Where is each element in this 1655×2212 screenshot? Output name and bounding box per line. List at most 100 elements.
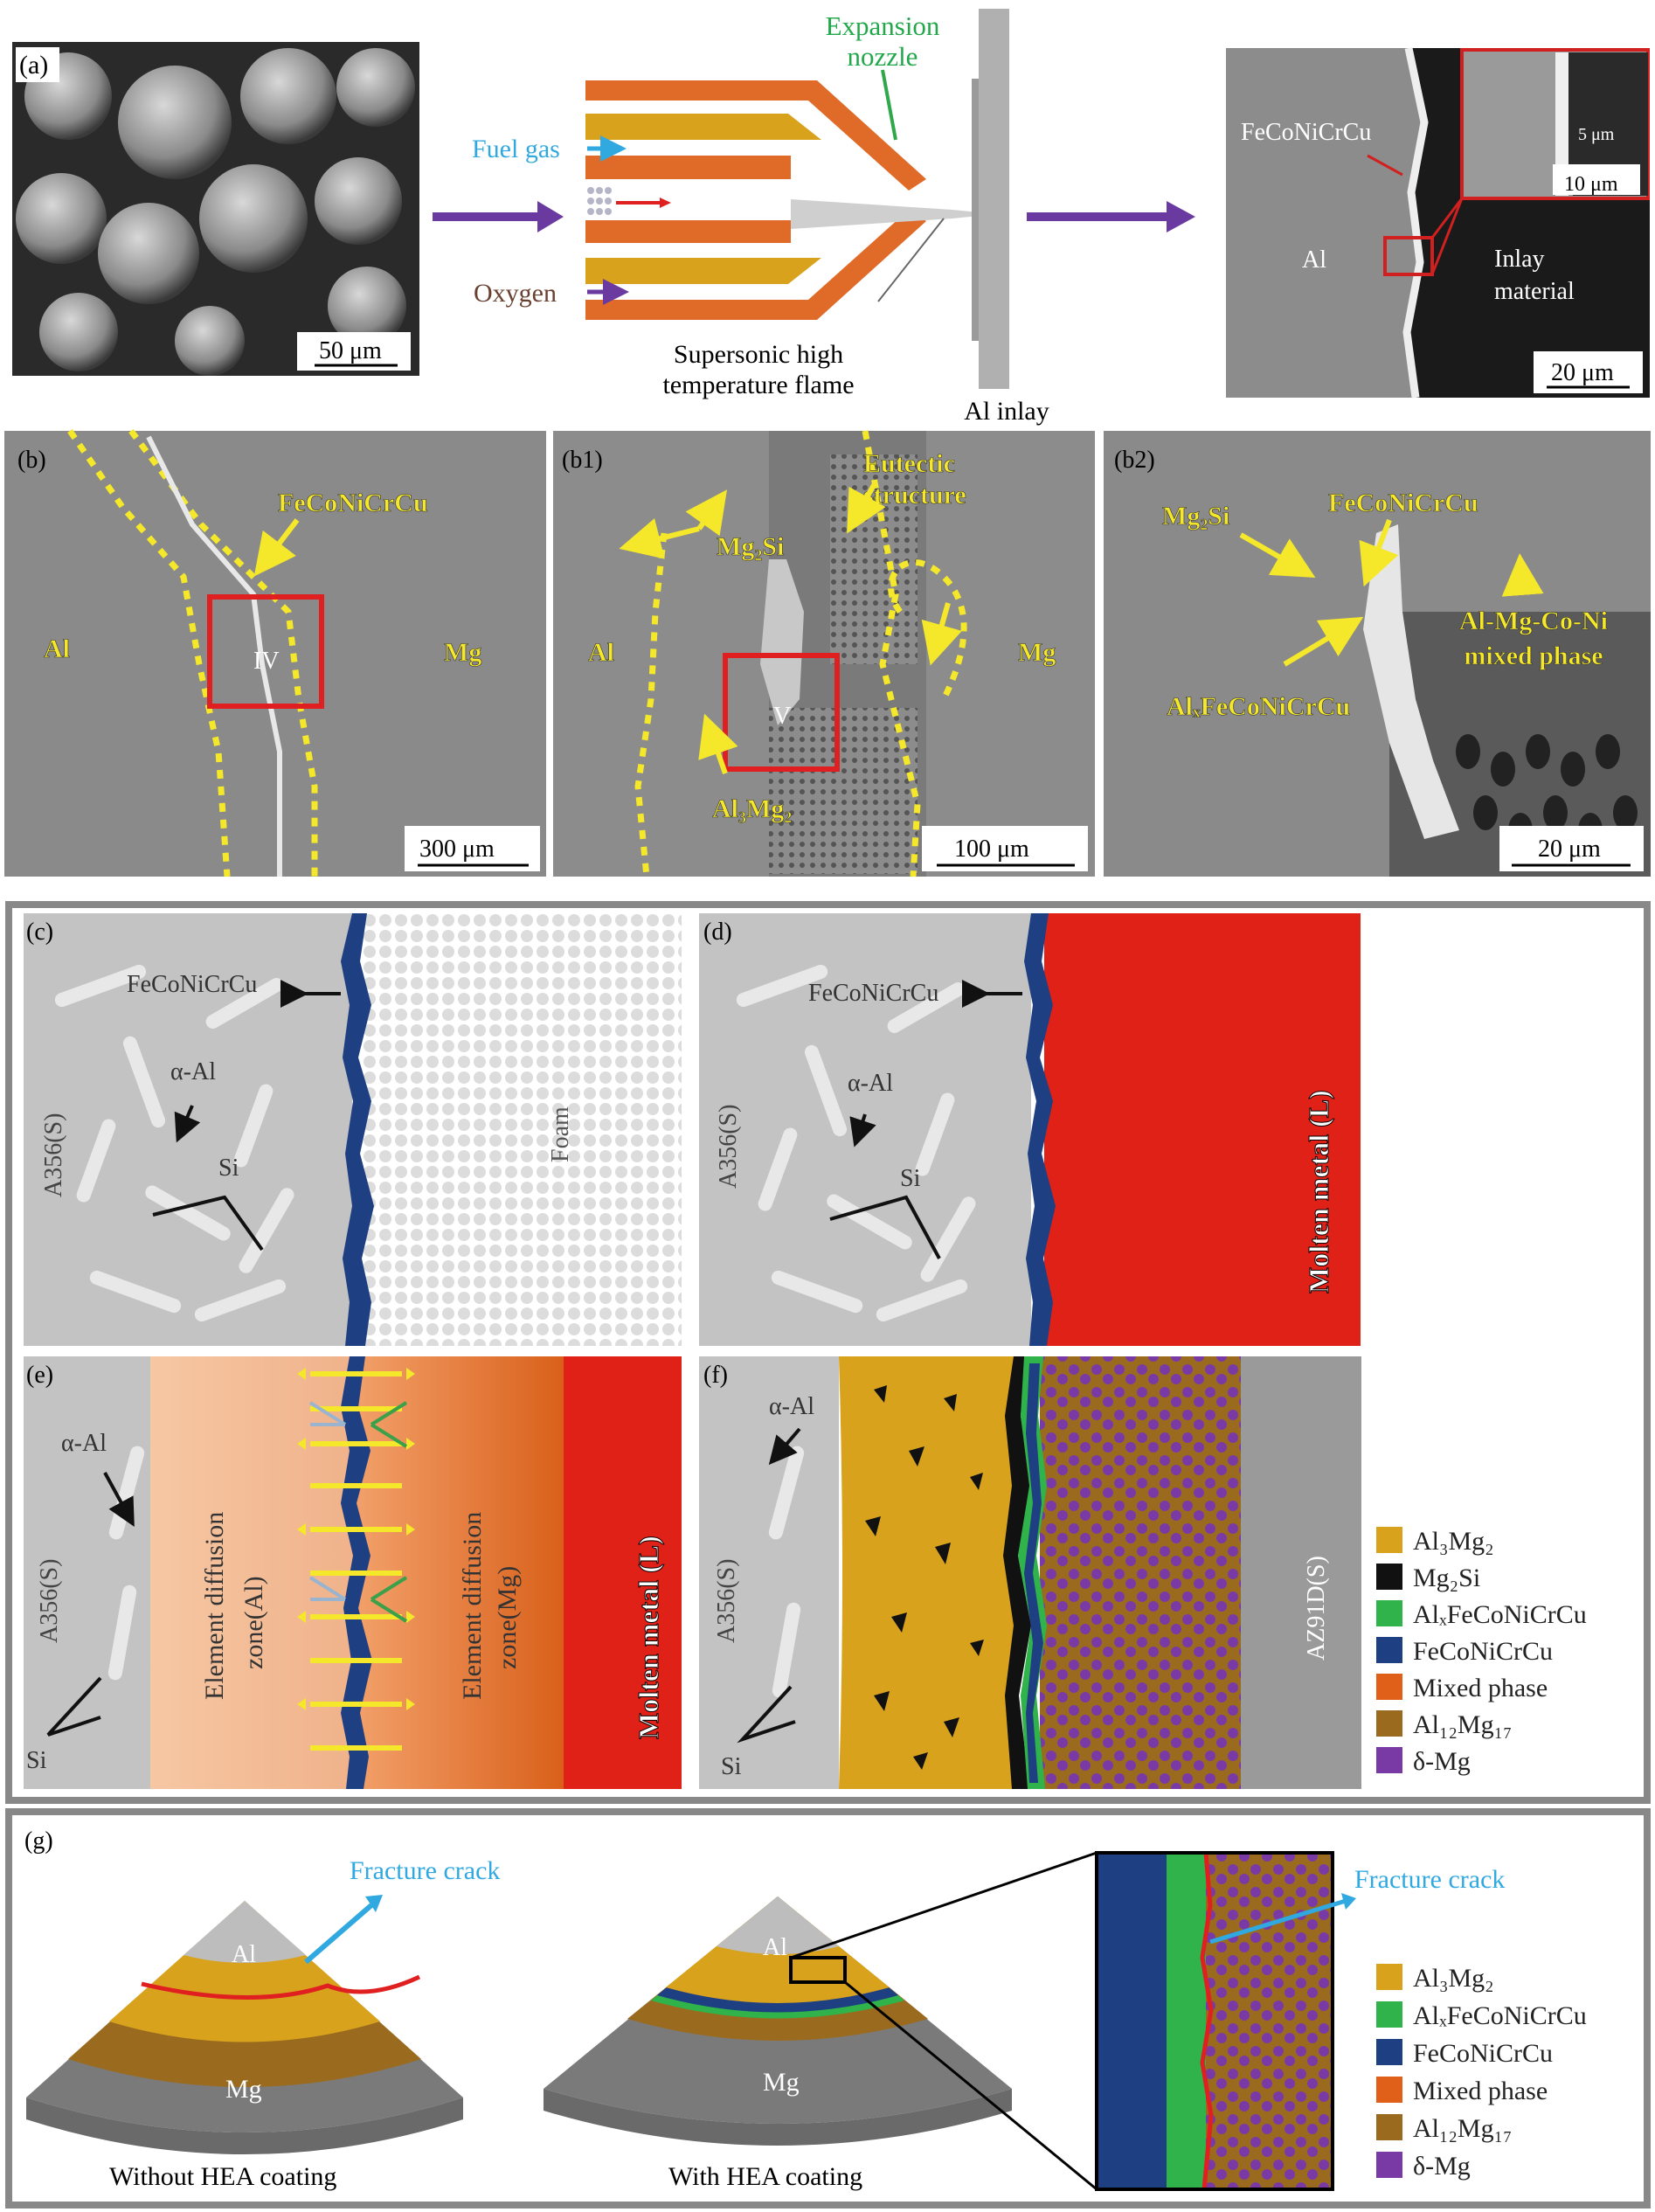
mg2si-layer <box>1003 1356 1031 1789</box>
legend-swatch <box>1376 1964 1402 1990</box>
al-label: Al <box>44 634 70 663</box>
panel-g: (g) Fracture crack Al Mg Without HEA coa… <box>24 1827 1505 2191</box>
legend-swatch <box>1376 1527 1402 1553</box>
molten-label: Molten metal (L) <box>1303 1090 1334 1293</box>
legend-swatch <box>1376 1747 1402 1773</box>
sem-scale-label: 20 μm <box>1551 359 1614 386</box>
powder-particle <box>98 203 199 304</box>
panel-b: IV (b) Al Mg FeCoNiCrCu 300 μm <box>4 428 546 877</box>
panel-f: (f) α-Al Si A356(S) AZ91D(S) <box>699 1356 1361 1789</box>
legend-label: δ-Mg <box>1413 1747 1471 1776</box>
legend-label: δ-Mg <box>1413 2152 1471 2181</box>
inset-scale-label: 10 μm <box>1564 173 1618 196</box>
molten-metal-region <box>564 1356 682 1789</box>
coating-fragment <box>1363 524 1459 839</box>
a356-substrate <box>699 913 1031 1346</box>
caption-left: Without HEA coating <box>109 2162 336 2191</box>
crack-left-label: Fracture crack <box>350 1856 500 1885</box>
a356-substrate <box>24 1356 150 1789</box>
al-top-left <box>184 1901 306 1963</box>
mg-label: Mg <box>444 638 481 667</box>
scale-label: 100 μm <box>954 836 1029 863</box>
hvof-nozzle <box>585 9 1009 389</box>
legend-label: Al₁₂Mg₁₇ <box>1413 2114 1513 2143</box>
flame-label-2: temperature flame <box>662 371 854 399</box>
roi-box <box>723 653 840 772</box>
coating-label: FeCoNiCrCu <box>278 489 428 517</box>
delta-mg-layer <box>1040 1356 1241 1789</box>
al3mg2-layer <box>839 1356 1014 1789</box>
zoom-roi <box>1383 236 1434 276</box>
powder-particle <box>16 173 107 264</box>
al-top-mid <box>717 1896 839 1954</box>
panel-label: (e) <box>26 1362 53 1389</box>
coating-label: FeCoNiCrCu <box>127 971 257 998</box>
mg-mid-label: Mg <box>763 2068 800 2097</box>
az91d-substrate <box>1241 1356 1361 1789</box>
substrate-label: A356(S) <box>36 1559 63 1643</box>
sem-coating-label: FeCoNiCrCu <box>1241 119 1371 146</box>
panel-a: (a) 50 μm <box>12 9 1650 426</box>
caption-mid: With HEA coating <box>668 2162 862 2191</box>
coating-layer <box>1402 47 1429 399</box>
mg-left-label: Mg <box>225 2075 262 2104</box>
fan-edge <box>26 2098 463 2154</box>
zoom-alx-layer <box>1167 1853 1206 2189</box>
process-arrow-head <box>537 201 564 232</box>
alpha-al-label: α-Al <box>61 1430 107 1457</box>
si-label: Si <box>900 1165 921 1192</box>
legend-swatch <box>1376 1564 1402 1590</box>
substrate-label: A356(S) <box>715 1105 742 1189</box>
si-label: Si <box>26 1747 47 1774</box>
hea-coating <box>341 913 374 1346</box>
hea-coating <box>1024 913 1056 1346</box>
legend-swatch <box>1376 1600 1402 1626</box>
roi-label: V <box>773 703 791 730</box>
legend-label: Mixed phase <box>1413 2077 1548 2105</box>
panel-label: (b) <box>17 447 46 474</box>
legend-label: AlₓFeCoNiCrCu <box>1413 2001 1587 2030</box>
zoom-delta-mg-layer <box>1206 1853 1333 2189</box>
mg-label: Mg <box>1018 638 1056 667</box>
inset-5um-label: 5 μm <box>1578 125 1615 144</box>
al3mg2-label: Al₃Mg₂ <box>712 794 792 823</box>
legend-swatch <box>1376 2077 1402 2103</box>
al-inlay-plate <box>979 9 1009 389</box>
zone-al-label-1: Element diffusion <box>200 1512 229 1700</box>
fracture-crack-left <box>141 1974 421 2001</box>
legend-label: Al₃Mg₂ <box>1413 1527 1494 1556</box>
flame-label-1: Supersonic high <box>674 340 843 369</box>
hea-coating <box>1024 1363 1043 1783</box>
az91d-label: AZ91D(S) <box>1303 1556 1330 1661</box>
panel-e: (e) α-Al Si A356(S) Element diffusion zo… <box>24 1356 682 1789</box>
powder-particle <box>315 157 402 245</box>
legend-label: Al₃Mg₂ <box>1413 1964 1494 1993</box>
sem-inlay-label-2: material <box>1494 278 1575 305</box>
substrate-label: A356(S) <box>713 1559 740 1643</box>
legend-swatch <box>1376 1710 1402 1737</box>
panel-label: (b1) <box>562 447 603 474</box>
powder-particle <box>199 164 308 273</box>
crack-pointer <box>1209 1898 1347 1945</box>
legend-swatch <box>1376 2152 1402 2178</box>
al-mid-label: Al <box>763 1934 787 1961</box>
oxygen-label: Oxygen <box>474 279 557 308</box>
legend-swatch <box>1376 2114 1402 2140</box>
boundary-dotted <box>67 429 231 877</box>
substrate-label: A356(S) <box>40 1113 67 1197</box>
alpha-al-label: α-Al <box>170 1058 216 1085</box>
scale-label: 50 μm <box>319 337 382 364</box>
panel-c: (c) FeCoNiCrCu α-Al Si A356(S) Foam <box>24 913 682 1346</box>
legend-label: FeCoNiCrCu <box>1413 1637 1553 1666</box>
alpha-al-label: α-Al <box>769 1393 814 1420</box>
alx-label: AlₓFeCoNiCrCu <box>1167 692 1350 721</box>
legend-label: Mg₂Si <box>1413 1564 1480 1592</box>
mixed-label-2: mixed phase <box>1464 641 1603 670</box>
panel-label: (g) <box>24 1827 53 1855</box>
si-label: Si <box>721 1753 742 1780</box>
zoom-roi <box>789 1956 847 1984</box>
si-label: Si <box>218 1155 239 1182</box>
molten-metal-region <box>1044 913 1361 1346</box>
roi-box <box>207 594 324 709</box>
